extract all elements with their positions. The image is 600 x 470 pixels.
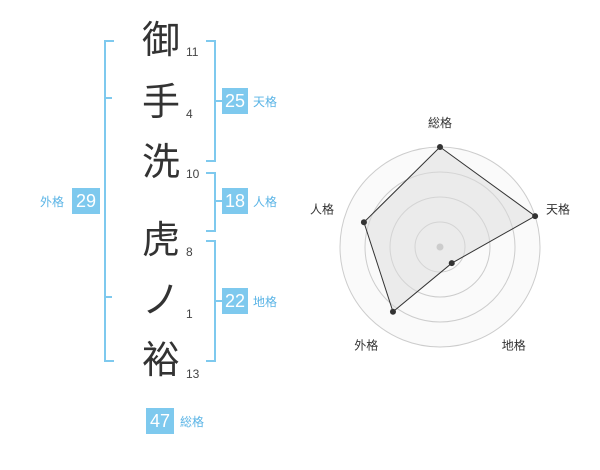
radar-point-1 — [437, 144, 443, 150]
stroke-count-1: 11 — [186, 45, 199, 59]
name-char-5: ノ — [141, 278, 180, 322]
soukaku-label: 総格 — [180, 415, 205, 429]
bracket-connector — [214, 100, 222, 102]
stroke-count-2: 4 — [186, 107, 193, 121]
radar-axis-label-5: 人格 — [310, 201, 334, 216]
radar-axis-label-1: 総格 — [428, 115, 452, 130]
chikaku-value: 22 — [222, 288, 248, 314]
radar-center-dot — [436, 243, 444, 251]
gaikaku-label: 外格 — [40, 195, 65, 209]
tenkaku-label: 天格 — [253, 95, 278, 109]
jinkaku-value: 18 — [222, 188, 248, 214]
name-char-3: 洗 — [141, 140, 180, 184]
bracket-connector — [214, 200, 222, 202]
soukaku-value: 47 — [146, 408, 174, 434]
gaikaku-bracket — [104, 40, 114, 362]
stroke-count-5: 1 — [186, 307, 193, 321]
radar-point-3 — [448, 260, 455, 267]
bracket-tick — [104, 97, 112, 99]
tenkaku-value: 25 — [222, 88, 248, 114]
radar-point-2 — [532, 213, 539, 220]
name-char-6: 裕 — [141, 338, 180, 382]
radar-axis-label-4: 外格 — [354, 338, 378, 353]
name-char-1: 御 — [141, 18, 180, 62]
radar-axis-label-3: 地格 — [502, 338, 526, 353]
name-char-2: 手 — [141, 80, 180, 124]
stroke-count-3: 10 — [186, 167, 200, 181]
jinkaku-label: 人格 — [253, 195, 278, 209]
chikaku-label: 地格 — [253, 295, 278, 309]
radar-axis-label-2: 天格 — [546, 201, 570, 216]
radar-point-5 — [360, 219, 367, 226]
bracket-connector — [214, 300, 222, 302]
stroke-count-4: 8 — [186, 245, 193, 259]
radar-series-polygon — [363, 146, 537, 313]
name-char-4: 虎 — [141, 218, 180, 262]
bracket-tick — [104, 296, 112, 298]
stroke-count-6: 13 — [186, 367, 200, 381]
jinkaku-bracket — [206, 172, 216, 232]
gaikaku-value: 29 — [72, 188, 100, 214]
radar-point-4 — [389, 308, 396, 315]
